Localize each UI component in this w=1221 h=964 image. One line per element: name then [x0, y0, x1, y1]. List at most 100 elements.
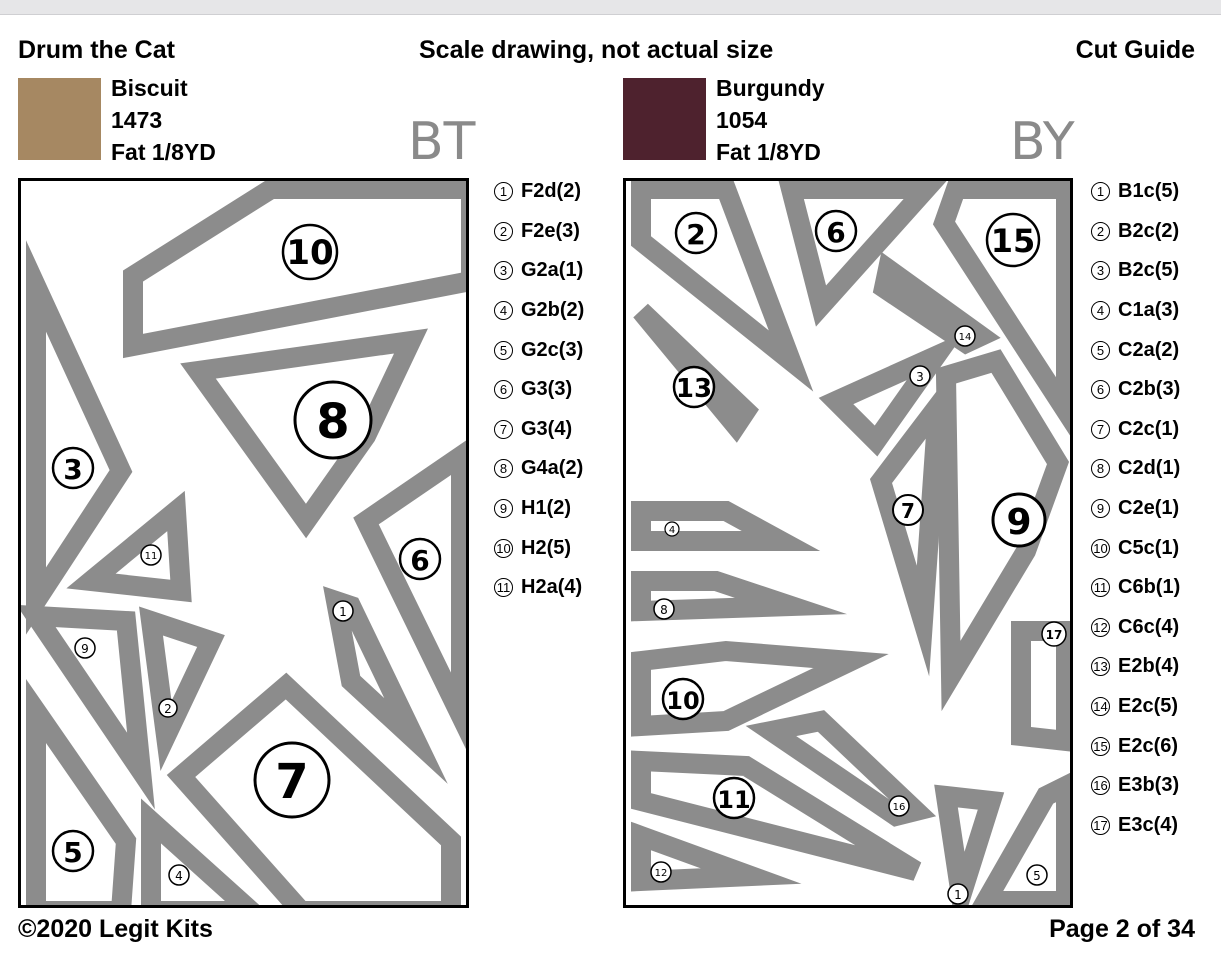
piece-number-10: 10 — [286, 233, 333, 273]
piece-number-7: 7 — [901, 499, 915, 523]
piece-shape-1 — [934, 784, 1005, 905]
fabric-amount: Fat 1/8YD — [716, 139, 821, 165]
legend-piece-label: C2d(1) — [1118, 457, 1181, 480]
piece-badge-14 — [954, 325, 976, 347]
piece-number-9: 9 — [1006, 502, 1031, 543]
fabric-code-bt: BT — [408, 112, 476, 172]
piece-shape-7 — [166, 672, 461, 905]
legend-piece-label: H1(2) — [521, 497, 572, 520]
legend-piece-number: 4 — [1091, 301, 1110, 321]
legend-piece-label: E3b(3) — [1118, 774, 1180, 797]
piece-number-4: 4 — [175, 869, 183, 883]
fabric-swatch-biscuit — [18, 78, 101, 160]
piece-number-1: 1 — [954, 888, 962, 902]
legend-piece-label: C2c(1) — [1118, 417, 1180, 440]
piece-badge-6 — [398, 537, 442, 581]
legend-piece-number: 10 — [1091, 538, 1110, 558]
fabric-name: Burgundy — [716, 75, 825, 101]
legend-piece-label: E2b(4) — [1118, 655, 1180, 678]
legend-item: 13 E2b(4) — [1091, 647, 1180, 687]
legend-piece-number: 1 — [1091, 182, 1110, 202]
piece-number-5: 5 — [63, 836, 82, 869]
fabric-info-burgundy: Burgundy 1054 Fat 1/8YD — [716, 72, 825, 168]
piece-shape-5 — [972, 772, 1070, 905]
legend-piece-label: B2c(5) — [1118, 259, 1180, 282]
legend-piece-number: 7 — [494, 419, 513, 439]
piece-number-3: 3 — [916, 370, 924, 384]
legend-piece-number: 8 — [1091, 459, 1110, 479]
legend-piece-label: B2c(2) — [1118, 219, 1180, 242]
fabric-swatch-burgundy — [623, 78, 706, 160]
piece-badge-7 — [892, 494, 924, 526]
piece-badge-1 — [947, 883, 969, 905]
piece-shape-5 — [26, 678, 137, 905]
legend-piece-label: G3(4) — [521, 417, 573, 440]
scale-note: Scale drawing, not actual size — [419, 36, 774, 64]
piece-shape-17 — [1011, 621, 1070, 752]
piece-shape-16 — [745, 710, 937, 827]
fabric-code-by: BY — [1010, 112, 1075, 172]
piece-badge-6 — [814, 209, 858, 253]
copyright: ©2020 Legit Kits — [18, 915, 213, 943]
legend-piece-number: 7 — [1091, 419, 1110, 439]
piece-badge-10 — [661, 677, 705, 721]
piece-badge-11 — [712, 776, 756, 820]
legend-piece-number: 17 — [1091, 815, 1110, 835]
piece-badge-12 — [650, 861, 672, 883]
legend-piece-label: G2c(3) — [521, 338, 584, 361]
piece-number-6: 6 — [410, 544, 429, 577]
legend-piece-label: G4a(2) — [521, 457, 584, 480]
piece-shape-10 — [123, 181, 466, 359]
legend-piece-label: C2e(1) — [1118, 497, 1180, 520]
piece-shape-6 — [353, 440, 466, 750]
legend-piece-number: 6 — [1091, 380, 1110, 400]
legend-piece-number: 5 — [494, 340, 513, 360]
piece-badge-3 — [909, 365, 931, 387]
piece-shape-2 — [631, 181, 814, 392]
piece-badge-5 — [51, 829, 95, 873]
piece-badge-8 — [653, 598, 675, 620]
piece-number-9: 9 — [81, 642, 89, 656]
piece-number-5: 5 — [1033, 869, 1041, 883]
piece-badge-9 — [74, 637, 96, 659]
legend-item: 3 B2c(5) — [1091, 251, 1180, 291]
piece-badge-4 — [168, 864, 190, 886]
piece-number-8: 8 — [660, 603, 668, 617]
piece-badge-13 — [672, 365, 716, 409]
piece-badge-4 — [664, 521, 680, 537]
piece-number-11: 11 — [717, 786, 750, 814]
piece-shape-11 — [631, 750, 922, 881]
fabric-name: Biscuit — [111, 75, 188, 101]
piece-number-16: 16 — [893, 802, 906, 813]
legend-piece-number: 3 — [1091, 261, 1110, 281]
piece-shape-14 — [872, 251, 1001, 355]
legend-piece-number: 13 — [1091, 657, 1110, 677]
cut-guide-label: Cut Guide — [1075, 36, 1195, 64]
legend-piece-label: F2d(2) — [521, 180, 581, 203]
piece-shape-12 — [631, 821, 802, 892]
legend-piece-label: E2c(6) — [1118, 734, 1179, 757]
legend-piece-label: G2a(1) — [521, 259, 584, 282]
legend-piece-label: C2a(2) — [1118, 338, 1180, 361]
piece-number-3: 3 — [63, 453, 82, 486]
piece-badge-1 — [332, 600, 354, 622]
fabric-amount: Fat 1/8YD — [111, 139, 216, 165]
legend-piece-number: 14 — [1091, 697, 1110, 717]
piece-shape-2 — [139, 606, 225, 772]
piece-number-2: 2 — [164, 702, 172, 716]
piece-number-8: 8 — [316, 394, 349, 450]
legend-piece-number: 2 — [1091, 221, 1110, 241]
piece-shape-6 — [778, 181, 947, 327]
piece-badge-10 — [281, 223, 339, 281]
piece-number-1: 1 — [339, 605, 347, 619]
piece-number-11: 11 — [145, 551, 158, 562]
fabric-info-biscuit: Biscuit 1473 Fat 1/8YD — [111, 72, 216, 168]
